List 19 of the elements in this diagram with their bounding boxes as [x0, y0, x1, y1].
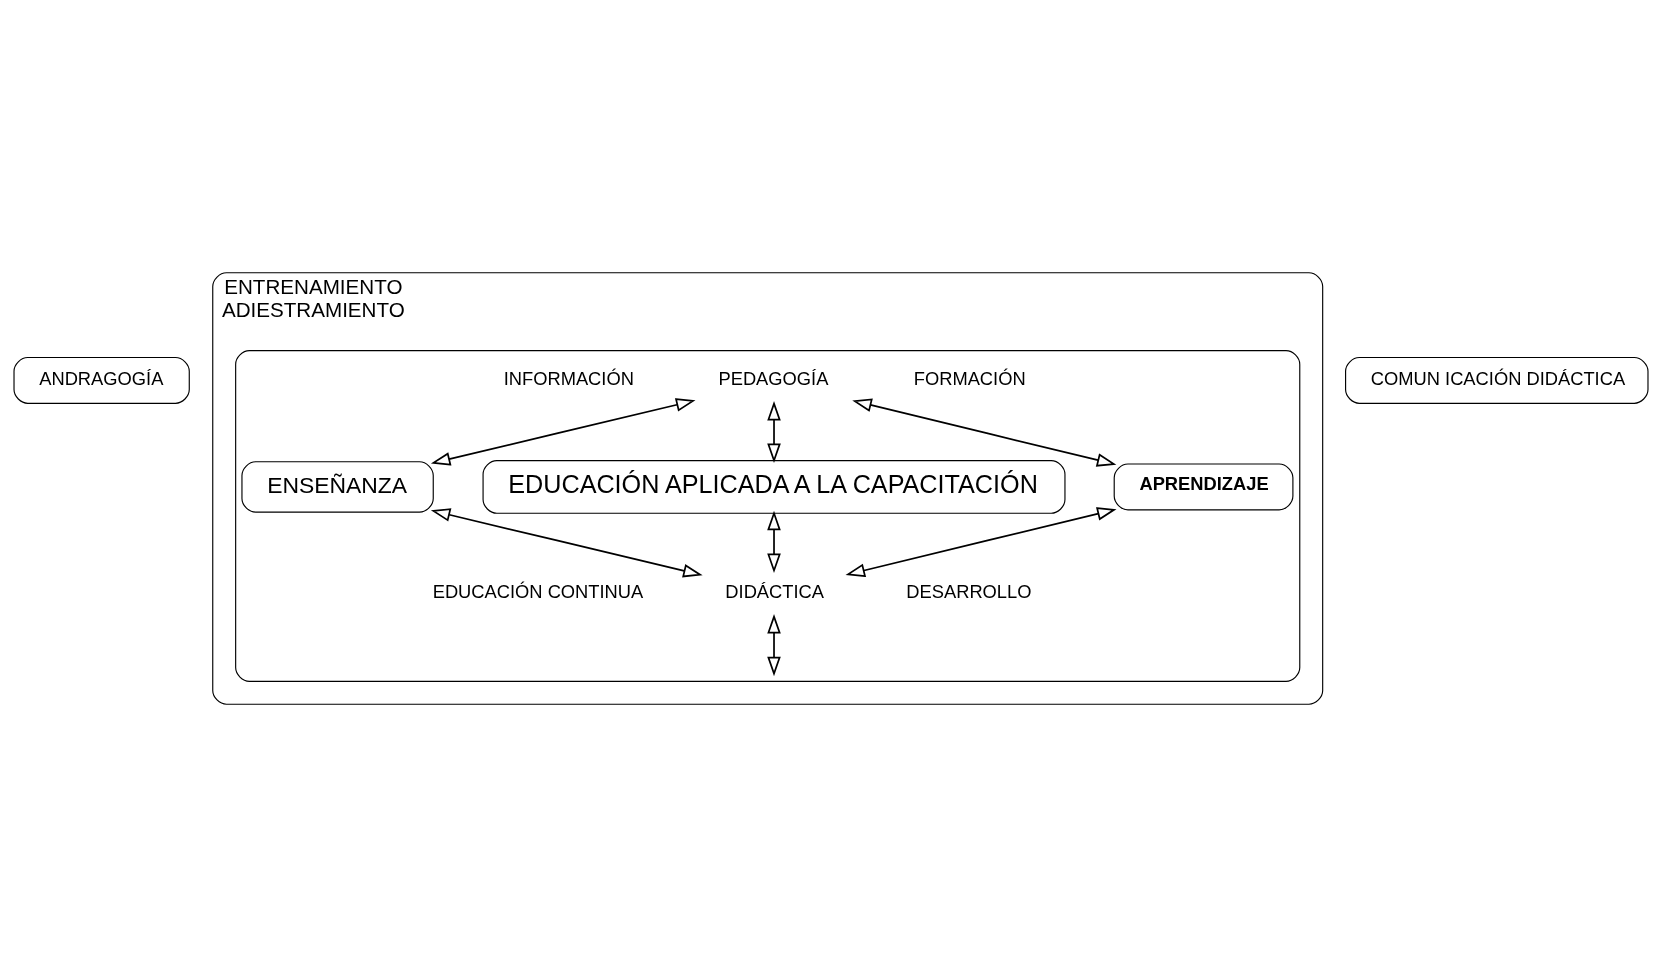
arrow	[767, 613, 781, 676]
arrow	[852, 398, 1117, 467]
node-box: COMUN ICACIÓN DIDÁCTICA	[1345, 356, 1649, 404]
arrow	[767, 510, 781, 573]
label: DESARROLLO	[906, 580, 1032, 602]
node-box: ENSEÑANZA	[241, 460, 434, 513]
arrow	[767, 400, 781, 463]
arrow	[845, 506, 1117, 577]
label: INFORMACIÓN	[503, 367, 634, 389]
arrow	[430, 507, 703, 577]
label: FORMACIÓN	[913, 367, 1026, 389]
node-text: DIDÁCTICA	[725, 580, 825, 602]
node-box: APRENDIZAJE	[1113, 462, 1294, 510]
label: EDUCACIÓN CONTINUA	[432, 580, 644, 602]
node-box: EDUCACIÓN APLICADA A LA CAPACITACIÓN	[482, 459, 1066, 514]
cluster	[235, 349, 1301, 682]
arrow	[430, 397, 696, 466]
node-box: ANDRAGOGÍA	[13, 356, 190, 404]
node-text: PEDAGOGÍA	[718, 367, 829, 389]
